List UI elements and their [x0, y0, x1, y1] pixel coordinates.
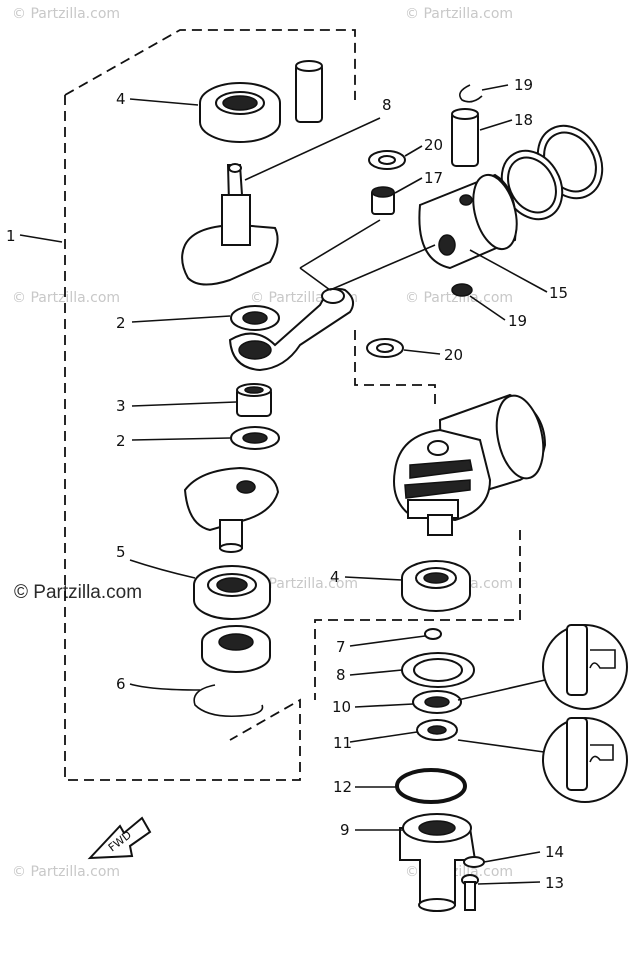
lower-crank-web [183, 466, 280, 553]
watermark: © Partzilla.com [12, 864, 120, 880]
bolt-13 [461, 874, 479, 911]
callout-12: 12 [333, 778, 352, 796]
detail-view-seal-11 [457, 717, 628, 803]
watermark: © Partzilla.com [405, 6, 513, 22]
oil-seal-10 [412, 690, 462, 714]
callout-4: 4 [330, 568, 340, 586]
washer-14 [463, 856, 485, 868]
leader-lines [19, 84, 548, 885]
callout-8: 8 [382, 96, 392, 114]
callout-2: 2 [116, 314, 126, 332]
assembly-boundary-left [64, 29, 356, 781]
watermark: © Partzilla.com [405, 290, 513, 306]
o-ring-large [395, 768, 467, 804]
bearing-top [199, 82, 281, 143]
callout-8: 8 [336, 666, 346, 684]
piston-pin-clip-top [459, 84, 483, 103]
oil-seal-11 [416, 719, 458, 741]
callout-2: 2 [116, 432, 126, 450]
o-ring-small [424, 628, 442, 640]
callout-17: 17 [424, 169, 443, 187]
callout-20: 20 [424, 136, 443, 154]
piston-rings [500, 124, 604, 221]
callout-7: 7 [336, 638, 346, 656]
callout-5: 5 [116, 543, 126, 561]
callout-4: 4 [116, 90, 126, 108]
callout-9: 9 [340, 821, 350, 839]
watermark: © Partzilla.com [250, 576, 358, 592]
crankshaft-assembly [393, 393, 547, 536]
bearing-5 [193, 565, 271, 620]
callout-3: 3 [116, 397, 126, 415]
callout-19: 19 [508, 312, 527, 330]
callout-1: 1 [6, 227, 16, 245]
assembly-boundary-right [314, 330, 521, 700]
oil-seal [201, 625, 271, 673]
watermark: © Partzilla.com [12, 290, 120, 306]
main-watermark: © Partzilla.com [14, 582, 142, 603]
callout-11: 11 [333, 734, 352, 752]
piston-pin [451, 108, 479, 167]
piston [418, 173, 518, 270]
callout-13: 13 [545, 874, 564, 892]
needle-bearing-lower [230, 426, 280, 450]
callout-labels: 1 4 8 2 3 2 5 6 20 17 18 19 15 19 20 4 7… [6, 76, 568, 892]
seal-housing [401, 652, 475, 688]
detail-view-seal-10 [457, 624, 628, 710]
needle-bearing-upper [230, 305, 280, 331]
callout-19: 19 [514, 76, 533, 94]
upper-crank-web [181, 163, 279, 286]
cage-bearing [236, 383, 272, 417]
thrust-washer-lower [366, 338, 404, 358]
bearing-lower-right [401, 560, 471, 612]
watermark: © Partzilla.com [12, 6, 120, 22]
callout-14: 14 [545, 843, 564, 861]
circlip-6 [193, 684, 264, 718]
callout-6: 6 [116, 675, 126, 693]
small-end-bearing [371, 186, 395, 215]
lower-bearing-housing [399, 813, 477, 912]
piston-pin-clip-lower [451, 283, 473, 297]
callout-20: 20 [444, 346, 463, 364]
fwd-arrow: FWD [87, 816, 152, 860]
thrust-washer-top [368, 150, 406, 170]
crank-pin [295, 60, 323, 123]
callout-10: 10 [332, 698, 351, 716]
callout-18: 18 [514, 111, 533, 129]
callout-15: 15 [549, 284, 568, 302]
